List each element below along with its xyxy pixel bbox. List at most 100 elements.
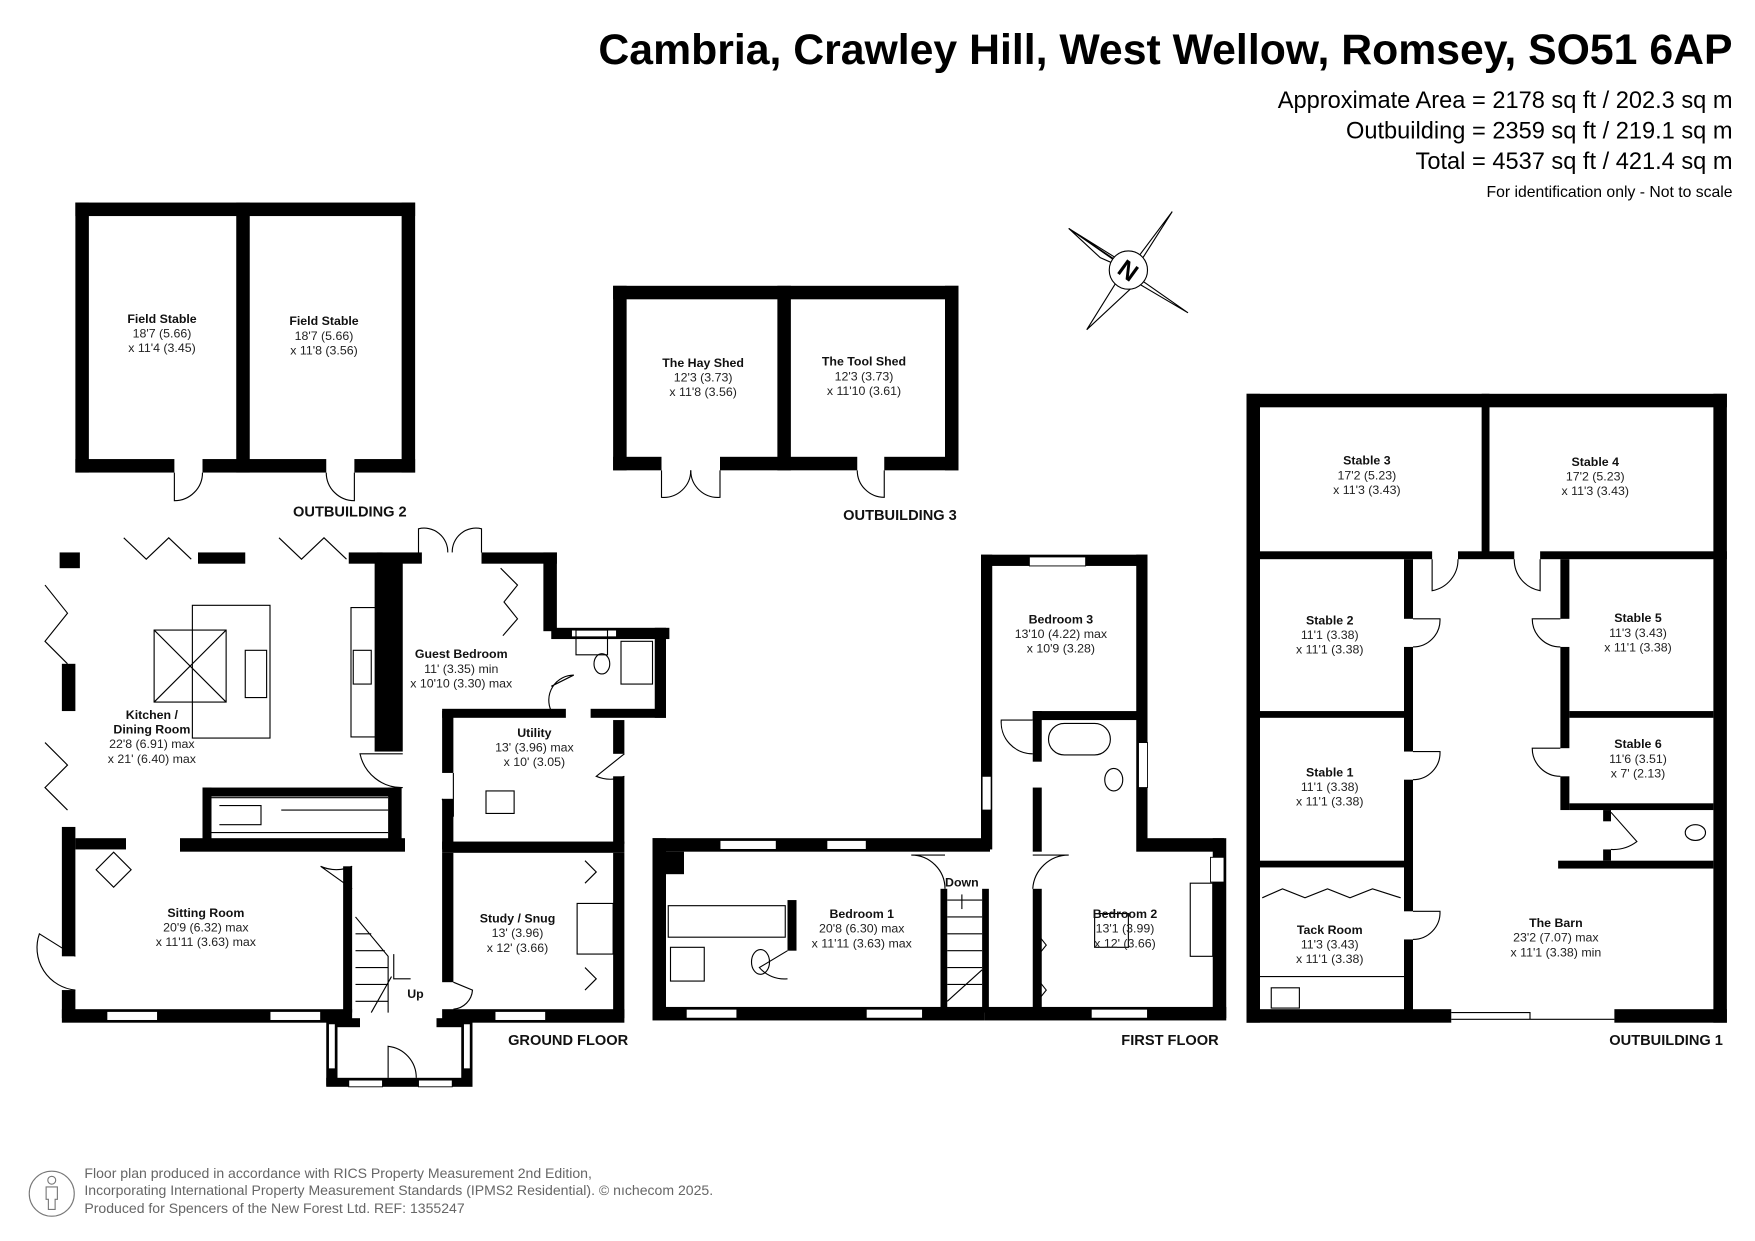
wall <box>1246 551 1433 560</box>
room-stable-2: Stable 211'1 (3.38)x 11'1 (3.38) <box>1296 613 1363 656</box>
window <box>418 1079 453 1088</box>
sliding-door <box>1451 1012 1615 1020</box>
room-name: Tack Room <box>1297 923 1363 937</box>
wall <box>376 552 422 564</box>
room-stable-4: Stable 417'2 (5.23)x 11'3 (3.43) <box>1562 455 1629 498</box>
wall <box>982 888 989 1013</box>
wall <box>720 456 858 471</box>
wall <box>61 826 76 957</box>
footer-line-3: Produced for Spencers of the New Forest … <box>84 1200 464 1216</box>
roof-lantern <box>153 629 227 703</box>
room-name: Stable 2 <box>1306 613 1354 627</box>
wall <box>1569 711 1714 718</box>
window <box>1028 556 1087 567</box>
room-name: Stable 4 <box>1572 455 1620 469</box>
stairs-up-label: Up <box>407 987 424 1001</box>
toilet-icon <box>1104 767 1124 792</box>
room-dimensions: x 11'1 (3.38) min <box>1511 945 1602 959</box>
wall <box>543 552 557 632</box>
scale-note: For identification only - Not to scale <box>1487 184 1733 201</box>
room-bedroom-2: Bedroom 213'1 (3.99)x 12' (3.66) <box>1093 907 1158 950</box>
room-dimensions: x 11'8 (3.56) <box>290 343 357 357</box>
window <box>328 1023 336 1070</box>
wall <box>202 459 327 473</box>
section-label-outbuilding-2: OUTBUILDING 2 <box>293 504 407 520</box>
room-dimensions: 11'3 (3.43) <box>1301 937 1359 951</box>
wall <box>75 202 89 473</box>
wall <box>1614 1009 1727 1023</box>
room-dimensions: 13' (3.96) <box>492 926 544 940</box>
room-dimensions: 18'7 (5.66) <box>133 327 192 341</box>
room-dimensions: x 12' (3.66) <box>1094 936 1155 950</box>
wall <box>442 798 454 850</box>
room-name: Stable 6 <box>1614 737 1662 751</box>
shower-icon <box>1094 913 1129 948</box>
door-swing <box>1531 747 1561 777</box>
wall <box>654 627 666 718</box>
window <box>348 1079 383 1088</box>
wall <box>236 202 250 473</box>
room-dimensions: 12'3 (3.73) <box>674 370 733 384</box>
door-swing <box>1610 811 1638 851</box>
wall <box>337 1018 360 1028</box>
room-dimensions: x 11'4 (3.45) <box>128 341 195 355</box>
door-swing <box>36 932 76 991</box>
room-name: The Hay Shed <box>662 356 744 370</box>
room-name: The Tool Shed <box>822 355 906 369</box>
door-swing <box>660 470 692 498</box>
room-dimensions: x 11'1 (3.38) <box>1296 643 1363 657</box>
wall <box>75 838 126 850</box>
wall <box>666 851 684 875</box>
wall <box>61 663 76 712</box>
room-dimensions: 11'1 (3.38) <box>1301 628 1359 642</box>
wall <box>388 787 402 847</box>
wall <box>202 787 212 844</box>
window <box>685 1008 738 1019</box>
window <box>571 629 617 638</box>
wall <box>442 708 566 718</box>
wall <box>1260 860 1404 868</box>
wall <box>354 459 416 473</box>
wall <box>1481 393 1490 557</box>
footer-line-2: Incorporating International Property Mea… <box>84 1182 713 1198</box>
guest-ensuite-toilet <box>593 653 611 675</box>
section-label-outbuilding-1: OUTBUILDING 1 <box>1609 1033 1723 1049</box>
door-swing <box>173 472 204 502</box>
room-dimensions: 13' (3.96) max <box>495 741 574 755</box>
wall <box>1032 787 1042 852</box>
door-swing <box>595 753 625 780</box>
room-dimensions: 22'8 (6.91) max <box>109 737 195 751</box>
room-stable-3: Stable 317'2 (5.23)x 11'3 (3.43) <box>1333 454 1400 497</box>
door-swing <box>387 1045 417 1078</box>
wall <box>1404 559 1413 619</box>
room-dimensions: x 11'11 (3.63) max <box>156 935 257 949</box>
door-swing <box>453 981 474 1010</box>
wall <box>1260 711 1404 718</box>
outbuilding-area: Outbuilding = 2359 sq ft / 219.1 sq m <box>1346 118 1733 144</box>
room-dimensions: x 11'3 (3.43) <box>1562 484 1629 498</box>
stove-icon <box>95 851 132 888</box>
wall <box>374 562 403 752</box>
door-swing <box>1531 618 1561 648</box>
door-swing <box>1513 559 1541 592</box>
room-name: Stable 1 <box>1306 765 1354 779</box>
guest-ensuite-shower <box>620 640 654 685</box>
wall <box>613 776 625 844</box>
wall <box>348 552 383 564</box>
wardrobe <box>667 905 786 938</box>
wall <box>945 285 959 471</box>
door-swing <box>690 470 721 498</box>
wall <box>198 552 246 564</box>
ensuite-shower-icon <box>669 946 705 982</box>
section-label-first-floor: FIRST FLOOR <box>1121 1033 1219 1049</box>
footer-line-1: Floor plan produced in accordance with R… <box>84 1165 592 1181</box>
